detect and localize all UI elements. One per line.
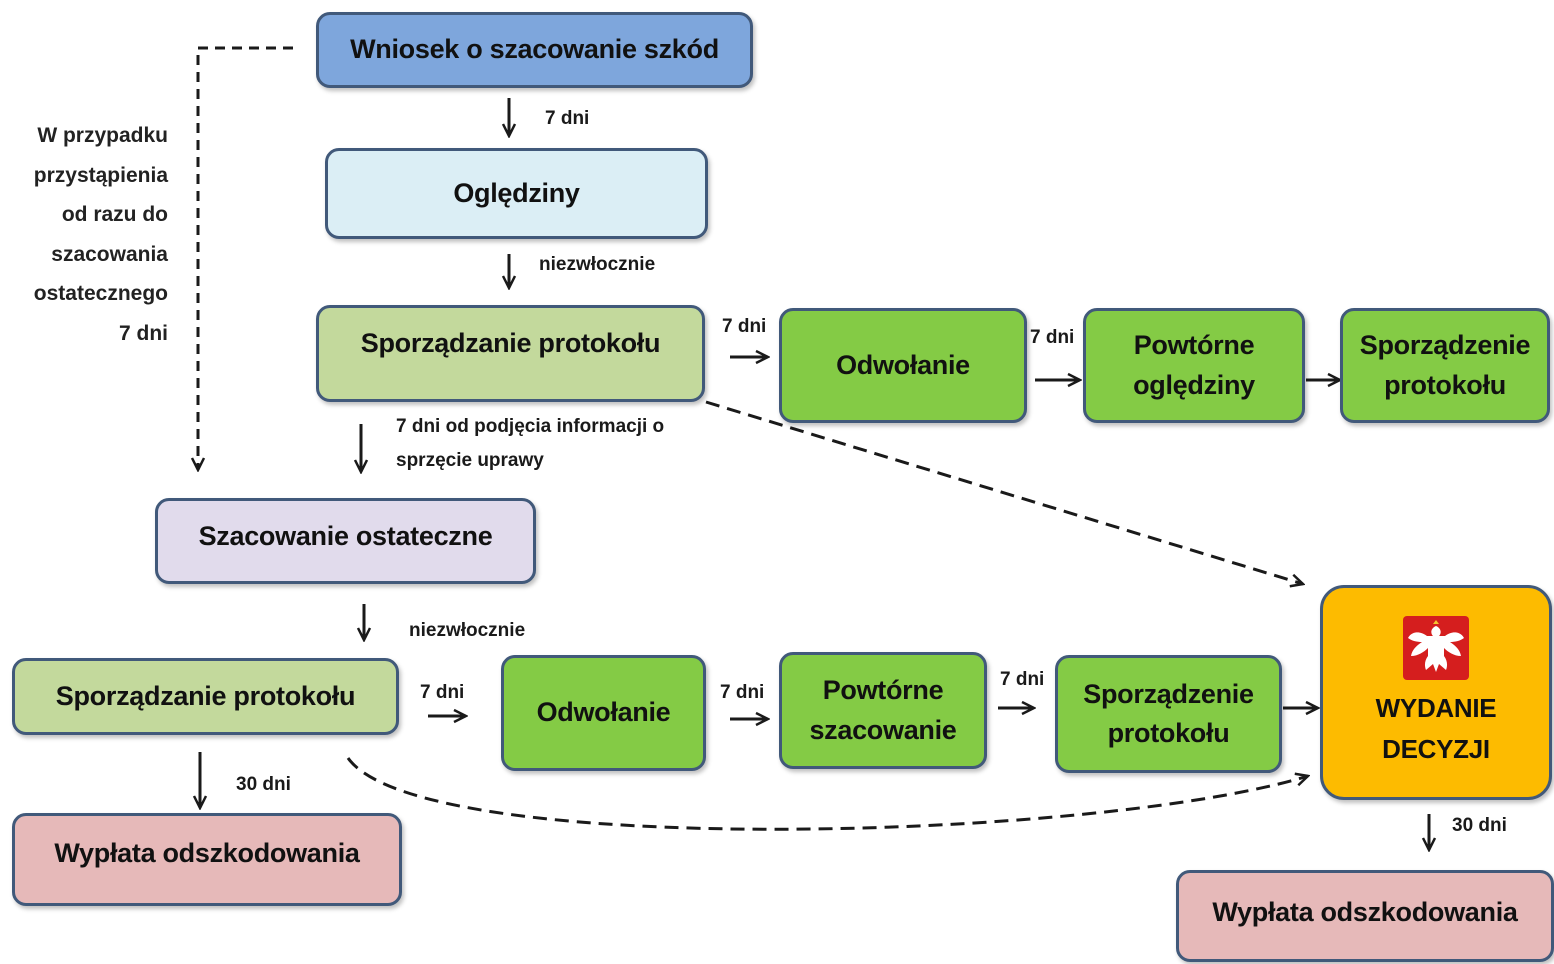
edge-label: 30 dni <box>236 774 291 795</box>
node-sporzadzenie-2-line: protokołu <box>1107 718 1230 748</box>
node-wyplata-1-label: Wypłata odszkodowania <box>54 838 360 868</box>
edge-label: 7 dni <box>545 108 590 129</box>
node-protokol-2: Sporządzanie protokołu <box>12 658 399 735</box>
node-sporzadzenie-1-line: protokołu <box>1384 369 1506 400</box>
node-odwolanie-1-label: Odwołanie <box>836 349 970 380</box>
node-wyplata-1: Wypłata odszkodowania <box>12 813 402 906</box>
node-powtorne-ogledziny: Powtórne oględziny <box>1083 308 1305 423</box>
node-powtorne-szacowanie: Powtórne szacowanie <box>779 652 987 769</box>
side-note-line: od razu do <box>61 203 168 226</box>
node-odwolanie-2-label: Odwołanie <box>536 697 671 728</box>
node-wyplata-2-label: Wypłata odszkodowania <box>1212 897 1518 927</box>
edge-label: 7 dni <box>420 682 465 703</box>
side-note-line: W przypadku <box>37 124 168 147</box>
node-ogledziny-label: Oględziny <box>453 177 580 208</box>
node-odwolanie-2: Odwołanie <box>501 655 706 771</box>
edge-label: 7 dni <box>722 316 767 337</box>
node-protokol-1-label: Sporządzanie protokołu <box>360 328 661 358</box>
node-decyzja-line: WYDANIE <box>1375 693 1497 724</box>
edge-label: 7 dni <box>720 682 765 703</box>
node-wniosek-label: Wniosek o szacowanie szkód <box>350 34 719 65</box>
node-szacowanie-label: Szacowanie ostateczne <box>198 521 493 551</box>
edge-label: 30 dni <box>1452 815 1507 836</box>
side-note: W przypadku przystąpienia od razu do sza… <box>8 116 168 353</box>
node-wniosek: Wniosek o szacowanie szkód <box>316 12 753 88</box>
node-odwolanie-1: Odwołanie <box>779 308 1027 423</box>
dashed-protokol2-decyzja <box>346 757 1308 831</box>
node-sporzadzenie-1: Sporządzenie protokołu <box>1340 308 1550 423</box>
edge-label: niezwłocznie <box>539 254 656 275</box>
edge-label: 7 dni od podjęcia informacji o <box>396 416 665 437</box>
node-powtorne-ogledziny-line: Powtórne <box>1133 330 1255 361</box>
node-decyzja-line: DECYZJI <box>1382 733 1490 764</box>
dashed-protokol-decyzja <box>705 400 1303 584</box>
polish-eagle-emblem-icon <box>1403 616 1469 681</box>
side-note-line: 7 dni <box>118 321 168 345</box>
node-powtorne-szacowanie-line: Powtórne <box>822 675 944 706</box>
edge-label: 7 dni <box>1000 669 1045 690</box>
node-decyzja: WYDANIE DECYZJI <box>1320 585 1552 800</box>
dashed-wniosek-szacowanie <box>198 46 293 470</box>
side-note-line: przystąpienia <box>33 163 168 187</box>
node-protokol-2-label: Sporządzanie protokołu <box>55 681 356 711</box>
node-powtorne-ogledziny-line: oględziny <box>1133 369 1255 400</box>
edge-label: sprzęcie uprawy <box>396 450 544 471</box>
side-note-line: szacowania <box>51 242 168 266</box>
edge-label: 7 dni <box>1030 327 1075 348</box>
node-sporzadzenie-2: Sporządzenie protokołu <box>1055 655 1282 773</box>
node-powtorne-szacowanie-line: szacowanie <box>809 714 957 745</box>
node-szacowanie: Szacowanie ostateczne <box>155 498 536 584</box>
side-note-line: ostatecznego <box>33 282 168 305</box>
edge-label: niezwłocznie <box>409 620 526 641</box>
node-protokol-1: Sporządzanie protokołu <box>316 305 705 402</box>
node-wyplata-2: Wypłata odszkodowania <box>1176 870 1554 962</box>
node-ogledziny: Oględziny <box>325 148 708 239</box>
node-sporzadzenie-2-line: Sporządzenie <box>1083 678 1254 709</box>
node-sporzadzenie-1-line: Sporządzenie <box>1359 330 1531 361</box>
